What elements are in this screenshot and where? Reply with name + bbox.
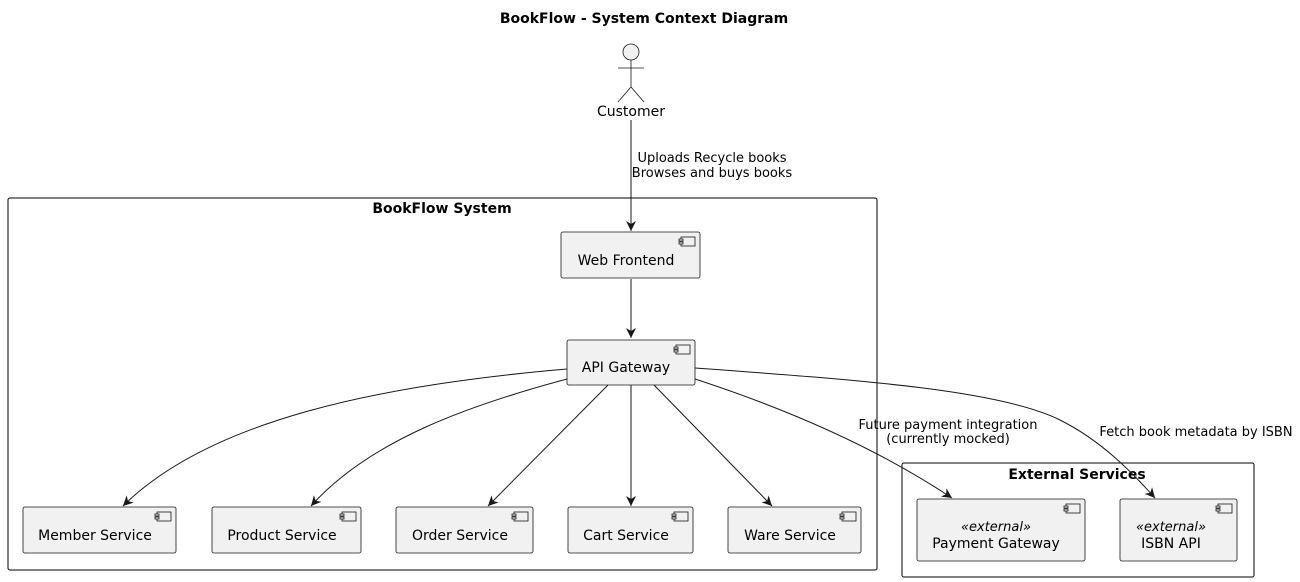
edge-api-payment — [694, 378, 953, 499]
api-gateway-component[interactable]: API Gateway — [566, 339, 696, 386]
edges — [122, 120, 1156, 507]
edge-api-ware — [653, 384, 773, 507]
customer-label: Customer — [597, 104, 665, 120]
api-gateway-label: API Gateway — [582, 360, 670, 376]
cart-service-component[interactable]: Cart Service — [567, 506, 694, 554]
isbn-edge-label: Fetch book metadata by ISBN — [1099, 425, 1292, 440]
product-service-component[interactable]: Product Service — [211, 506, 362, 554]
member-service-label: Member Service — [38, 528, 152, 544]
product-service-label: Product Service — [227, 528, 336, 544]
payment-gateway-label: Payment Gateway — [932, 536, 1060, 552]
payment-edge-label-2: (currently mocked) — [886, 432, 1010, 447]
component-icon — [839, 511, 857, 522]
component-icon — [673, 344, 691, 355]
customer-edge-label-1: Uploads Recycle books — [637, 151, 786, 166]
isbn-api-component[interactable]: «external» ISBN API — [1119, 498, 1238, 562]
component-icon — [1215, 503, 1233, 514]
web-frontend-label: Web Frontend — [578, 253, 675, 269]
edge-api-order — [487, 384, 609, 507]
diagram-title: BookFlow - System Context Diagram — [500, 11, 788, 27]
member-service-component[interactable]: Member Service — [22, 506, 177, 554]
order-service-component[interactable]: Order Service — [395, 506, 534, 554]
bookflow-system-title: BookFlow System — [372, 201, 511, 217]
edge-api-member — [122, 368, 568, 507]
payment-gateway-component[interactable]: «external» Payment Gateway — [916, 498, 1086, 562]
payment-gateway-stereotype: «external» — [961, 520, 1031, 535]
isbn-api-label: ISBN API — [1141, 536, 1201, 552]
isbn-api-stereotype: «external» — [1136, 520, 1206, 535]
external-services-title: External Services — [1008, 467, 1145, 483]
customer-actor — [617, 43, 645, 103]
ware-service-label: Ware Service — [744, 528, 836, 544]
component-icon — [678, 236, 696, 247]
payment-edge-label-1: Future payment integration — [859, 418, 1038, 433]
component-icon — [1063, 503, 1081, 514]
edge-api-product — [310, 378, 568, 507]
component-icon — [154, 511, 172, 522]
bookflow-system-package — [7, 197, 878, 571]
component-icon — [671, 511, 689, 522]
component-icon — [511, 511, 529, 522]
customer-edge-label-2: Browses and buys books — [632, 166, 793, 181]
external-services-package — [901, 462, 1255, 578]
cart-service-label: Cart Service — [583, 528, 669, 544]
edge-api-isbn — [694, 367, 1156, 499]
component-icon — [339, 511, 357, 522]
web-frontend-component[interactable]: Web Frontend — [560, 231, 701, 279]
order-service-label: Order Service — [412, 528, 508, 544]
ware-service-component[interactable]: Ware Service — [727, 506, 862, 554]
